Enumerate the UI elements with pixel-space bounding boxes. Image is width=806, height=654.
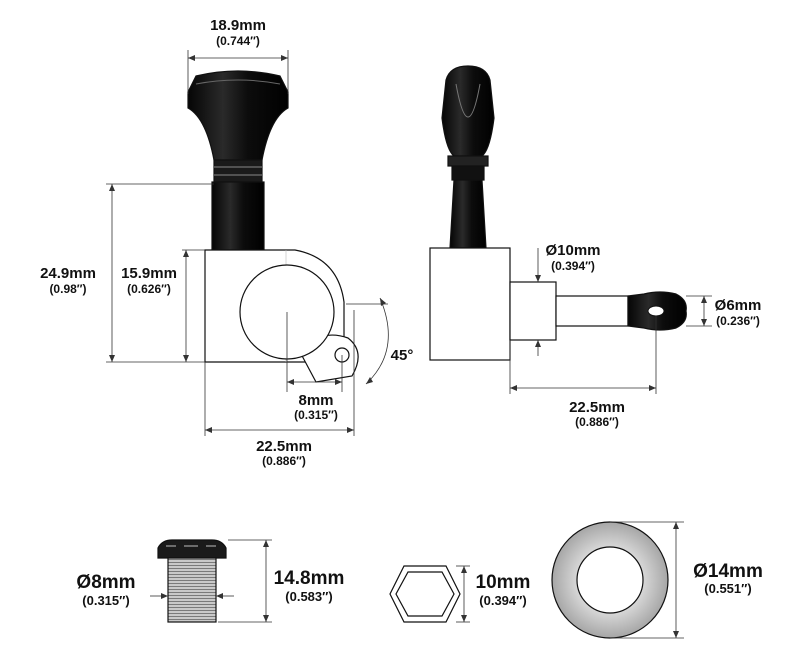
bushing-diameter-inch: (0.315″) xyxy=(82,593,129,608)
bushing-diameter-mm: Ø8mm xyxy=(76,572,135,593)
end-housing xyxy=(429,247,511,361)
housing-width-mm: 22.5mm xyxy=(256,438,312,455)
housing-height-mm: 15.9mm xyxy=(121,265,177,282)
bushing xyxy=(150,539,272,623)
screw-offset-mm: 8mm xyxy=(298,392,333,409)
knob-edge xyxy=(441,65,495,157)
bushing-thread xyxy=(167,557,217,623)
nut-size-mm: 10mm xyxy=(476,572,531,593)
post-base xyxy=(509,281,557,341)
side-view xyxy=(106,50,389,436)
nut-size-inch: (0.394″) xyxy=(479,593,526,608)
angle-label: 45° xyxy=(391,347,414,364)
hex-nut xyxy=(389,565,470,623)
screw-offset-inch: (0.315″) xyxy=(294,408,338,422)
washer-hole xyxy=(576,546,644,614)
post-diameter-mm: Ø6mm xyxy=(715,297,762,314)
knob-shaft xyxy=(211,181,265,251)
post-length-mm: 22.5mm xyxy=(569,399,625,416)
bushing-height-inch: (0.583″) xyxy=(285,589,332,604)
bushing-flange xyxy=(157,539,227,559)
knob-width-inch: (0.744″) xyxy=(216,34,260,48)
end-view xyxy=(429,65,712,394)
total-height-mm: 24.9mm xyxy=(40,265,96,282)
washer-diameter-mm: Ø14mm xyxy=(693,561,763,582)
post-base-mm: Ø10mm xyxy=(545,242,600,259)
string-post xyxy=(555,295,629,327)
knob-collar xyxy=(213,159,263,183)
total-height-inch: (0.98″) xyxy=(49,282,86,296)
housing-height-inch: (0.626″) xyxy=(127,282,171,296)
knob-button xyxy=(187,70,289,161)
housing-width-inch: (0.886″) xyxy=(262,454,306,468)
washer-diameter-inch: (0.551″) xyxy=(704,581,751,596)
post-diameter-inch: (0.236″) xyxy=(716,314,760,328)
bushing-height-mm: 14.8mm xyxy=(274,568,345,589)
knob-width-mm: 18.9mm xyxy=(210,17,266,34)
post-base-inch: (0.394″) xyxy=(551,259,595,273)
post-length-inch: (0.886″) xyxy=(575,415,619,429)
end-shaft xyxy=(449,179,487,249)
washer xyxy=(551,521,684,639)
